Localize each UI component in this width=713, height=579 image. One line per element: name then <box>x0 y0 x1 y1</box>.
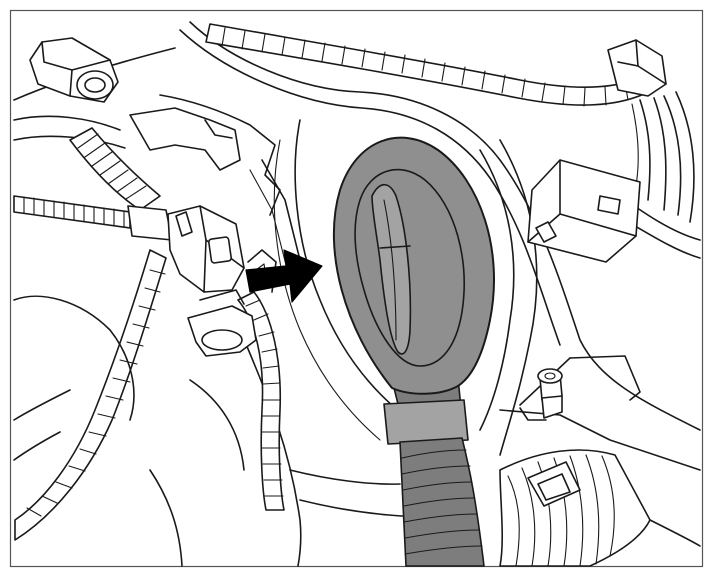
arrow-right-icon <box>245 249 323 303</box>
direction-arrow <box>245 249 323 303</box>
upper-left-connector <box>13 37 126 149</box>
mounting-bolt <box>499 355 701 471</box>
lower-right-hose <box>499 449 701 567</box>
right-connector-block <box>527 159 641 263</box>
left-cable-bundle <box>13 127 173 541</box>
bulb-access-cover <box>332 136 495 567</box>
headlamp-housing <box>13 21 701 567</box>
bulb-connector <box>167 205 285 511</box>
lower-left-details <box>13 295 245 567</box>
